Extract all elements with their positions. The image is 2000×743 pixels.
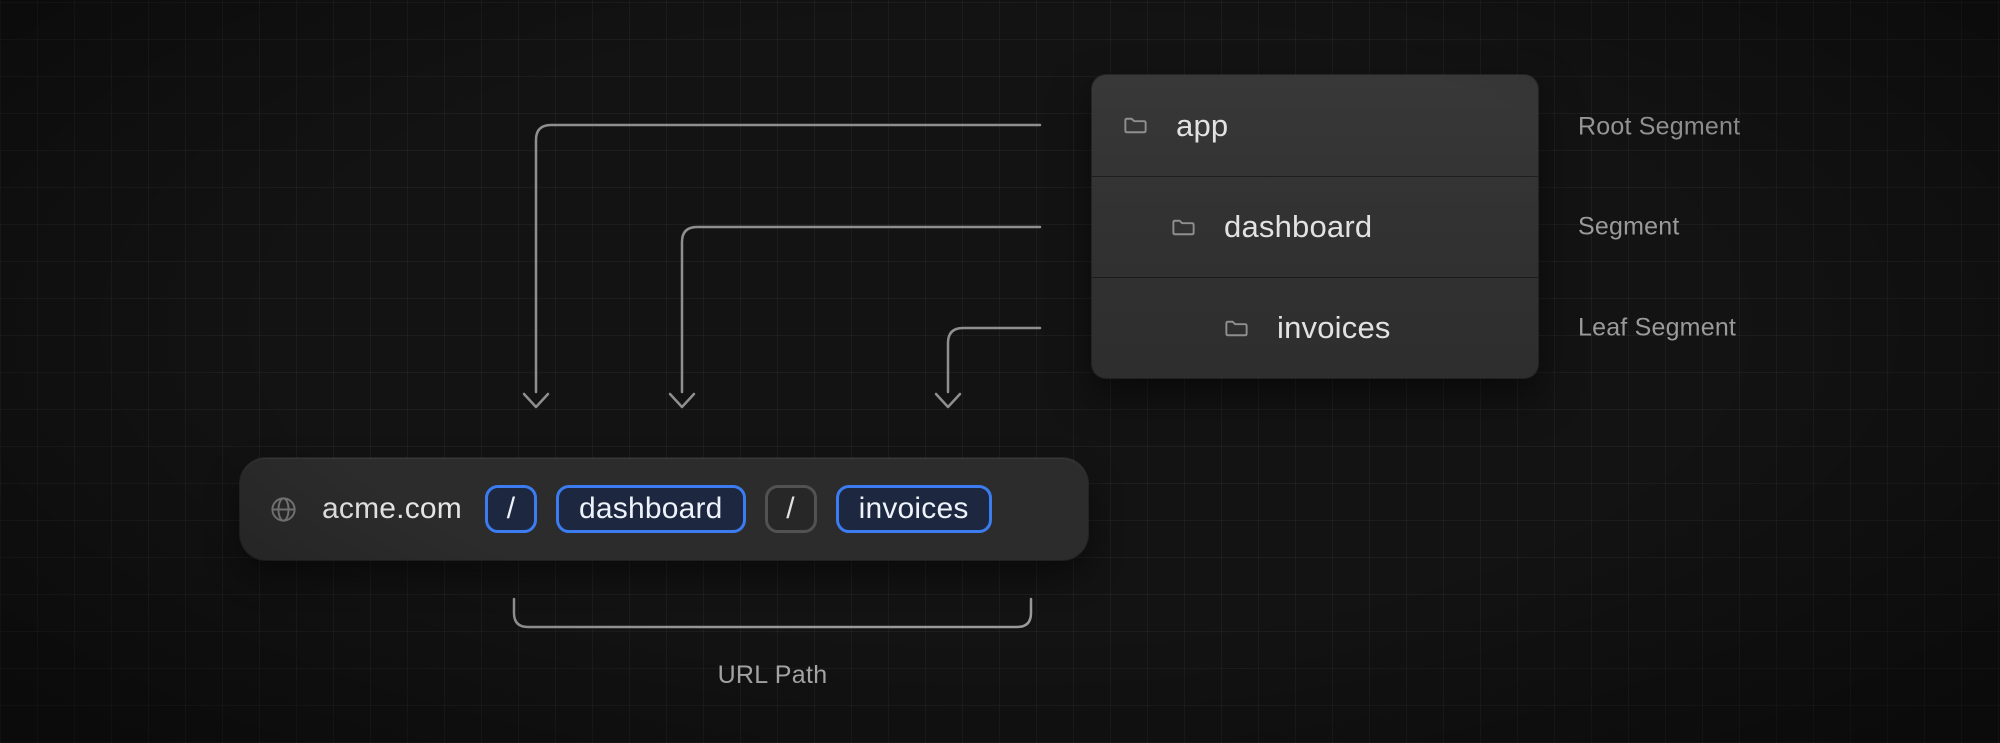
arrow-invoices-to-chip: [934, 326, 1042, 409]
folder-icon: [1124, 117, 1147, 134]
arrow-app-to-slash: [522, 123, 1042, 409]
folder-tree-panel: app dashboard invoices: [1092, 75, 1538, 378]
url-segment-invoices: invoices: [835, 485, 992, 533]
folder-name: app: [1176, 107, 1229, 143]
annotation-leaf-segment: Leaf Segment: [1578, 313, 1737, 342]
url-segment-slash-2: /: [764, 485, 817, 533]
arrowhead-icon: [934, 392, 962, 409]
url-path-bracket: [512, 597, 1033, 629]
tree-row-app: app: [1092, 75, 1538, 176]
url-segment-slash-1: /: [484, 485, 537, 533]
annotation-segment: Segment: [1578, 212, 1680, 241]
arrowhead-icon: [668, 392, 696, 409]
folder-icon: [1172, 219, 1195, 235]
globe-icon: [271, 496, 296, 522]
annotation-root-segment: Root Segment: [1578, 112, 1741, 141]
folder-name: invoices: [1277, 310, 1391, 345]
url-domain: acme.com: [322, 492, 462, 525]
tree-row-dashboard: dashboard: [1092, 176, 1538, 277]
url-bar: acme.com / dashboard / invoices: [240, 458, 1088, 560]
arrow-dashboard-to-chip: [668, 225, 1042, 409]
arrowhead-icon: [522, 392, 550, 409]
tree-row-invoices: invoices: [1092, 277, 1538, 378]
url-segment-dashboard: dashboard: [555, 485, 746, 533]
url-path-label: URL Path: [717, 661, 828, 689]
folder-icon: [1225, 320, 1248, 336]
folder-name: dashboard: [1224, 209, 1373, 244]
